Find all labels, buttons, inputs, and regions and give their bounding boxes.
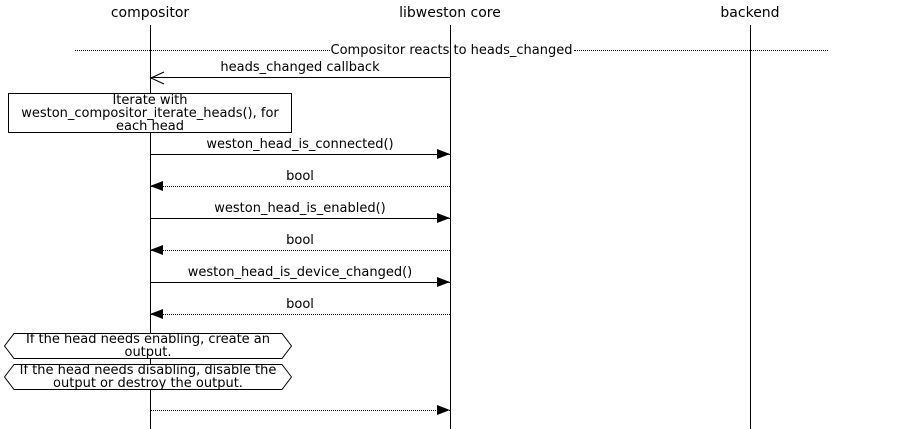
lifeline-compositor: [150, 25, 151, 429]
message-label: weston_head_is_device_changed(): [187, 265, 413, 280]
arrowhead-filled-right-icon: [437, 405, 450, 415]
note-head-needs-disabling: If the head needs disabling, disable the…: [4, 364, 292, 390]
message-weston-head-is-device-changed: weston_head_is_device_changed(): [150, 263, 450, 287]
message-return-bool: bool: [150, 167, 450, 191]
hexagon-shape: [4, 364, 292, 390]
arrowhead-filled-left-icon: [150, 245, 163, 255]
note-line: output or destroy the output.: [53, 376, 243, 391]
message-label: heads_changed callback: [220, 60, 380, 75]
hexagon-shape: [4, 333, 292, 359]
message-return-bool: bool: [150, 231, 450, 255]
message-label: bool: [286, 233, 314, 248]
message-line: [150, 218, 450, 219]
message-line: [150, 186, 450, 187]
divider: Compositor reacts to heads_changed: [75, 42, 828, 58]
message-label: weston_head_is_enabled(): [214, 201, 386, 216]
participant-compositor: compositor: [110, 5, 190, 21]
arrowhead-filled-left-icon: [150, 181, 163, 191]
note-line: Iterate with: [112, 92, 188, 108]
message-unlabeled-dotted: [150, 391, 450, 415]
note-line: each head: [116, 118, 184, 134]
message-return-bool: bool: [150, 295, 450, 319]
arrowhead-filled-right-icon: [437, 213, 450, 223]
arrowhead-open-left-icon: [149, 70, 165, 89]
message-weston-head-is-connected: weston_head_is_connected(): [150, 135, 450, 159]
note-head-needs-enabling: If the head needs enabling, create an ou…: [4, 333, 292, 359]
divider-line-left: [75, 49, 330, 51]
lifeline-backend: [750, 25, 751, 429]
lifeline-libweston-core: [450, 25, 451, 429]
divider-line-right: [573, 49, 828, 51]
divider-label: Compositor reacts to heads_changed: [330, 42, 573, 58]
message-heads-changed-callback: heads_changed callback: [149, 58, 450, 85]
note-text: If the head needs enabling, create an ou…: [4, 333, 292, 359]
message-line: [150, 77, 450, 78]
message-label: weston_head_is_connected(): [206, 137, 394, 152]
participant-libweston-core: libweston core: [399, 5, 501, 21]
participant-backend: backend: [720, 5, 780, 21]
message-line: [150, 282, 450, 283]
message-line: [150, 250, 450, 251]
arrowhead-filled-left-icon: [150, 309, 163, 319]
message-label: bool: [286, 169, 314, 184]
message-label: bool: [286, 297, 314, 312]
note-line: If the head needs enabling, create an: [25, 332, 271, 347]
note-line: weston_compositor_iterate_heads(), for: [21, 105, 279, 121]
message-weston-head-is-enabled: weston_head_is_enabled(): [150, 199, 450, 223]
message-line: [150, 154, 450, 155]
arrowhead-filled-right-icon: [437, 277, 450, 287]
note-line: output.: [124, 345, 172, 360]
note-iterate-heads: Iterate with weston_compositor_iterate_h…: [8, 93, 292, 133]
note-line: If the head needs disabling, disable the: [19, 363, 277, 378]
note-text: If the head needs disabling, disable the…: [4, 364, 292, 390]
arrowhead-filled-right-icon: [437, 149, 450, 159]
message-line: [150, 410, 450, 411]
message-line: [150, 314, 450, 315]
